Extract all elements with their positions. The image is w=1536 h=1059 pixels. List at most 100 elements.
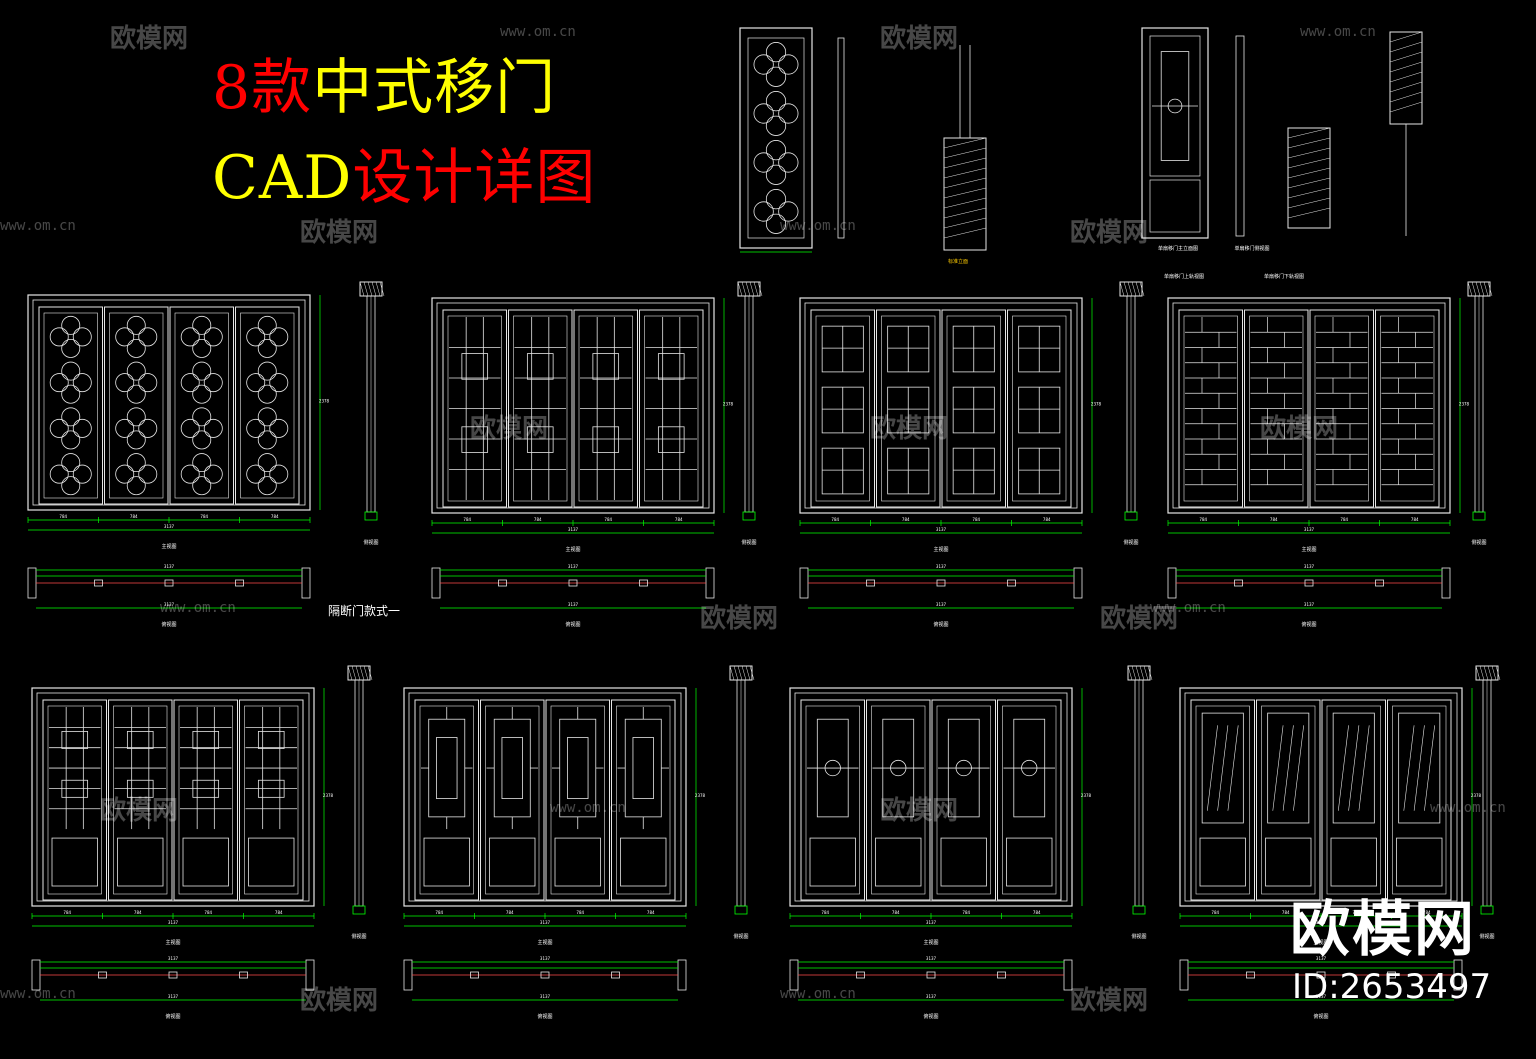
door-casing-r1-1 xyxy=(431,297,715,514)
dim-value: 784 xyxy=(1340,517,1348,522)
door-bottom-panel xyxy=(1396,837,1443,887)
door-casing-r1-3 xyxy=(1167,297,1451,514)
lattice-flower xyxy=(126,315,146,335)
door-leaf-inner xyxy=(815,315,870,502)
door-bottom-panel xyxy=(182,837,229,887)
detail-b-upper xyxy=(1149,35,1201,177)
side-track-bottom xyxy=(352,905,366,915)
door-leaf xyxy=(1387,699,1452,901)
caption-front: 主视图 xyxy=(165,939,180,946)
door-leaf xyxy=(1190,699,1255,901)
plan-leaf xyxy=(1007,579,1016,587)
door-leaf xyxy=(1309,309,1374,508)
door-bottom-panel xyxy=(1330,837,1377,887)
watermark-text: 欧模网 xyxy=(880,24,959,54)
door-casing-r2-1 xyxy=(403,687,687,907)
lattice-flower xyxy=(115,464,135,484)
dim-value: 784 xyxy=(1199,517,1207,522)
dim-value: 784 xyxy=(604,517,612,522)
dim-total: 3137 xyxy=(568,527,579,532)
detail-c-side xyxy=(1235,35,1245,237)
plan-wall-right xyxy=(677,959,687,991)
door-leaf xyxy=(639,309,704,508)
plan-dim-value: 3137 xyxy=(1304,564,1315,569)
door-leaf xyxy=(108,699,173,901)
dim-value: 784 xyxy=(134,910,142,915)
side-hatch xyxy=(749,665,755,681)
plan-wall-right xyxy=(301,567,311,599)
side-hatch xyxy=(1491,665,1497,681)
door-casing-inner-r2-3 xyxy=(1184,692,1458,902)
side-hatch xyxy=(1483,281,1489,297)
door-leaf xyxy=(573,309,638,508)
side-hatch xyxy=(1483,665,1489,681)
door-bottom-panel xyxy=(620,837,667,887)
lattice-flower xyxy=(765,213,787,234)
plan-dim-bottom-value: 3137 xyxy=(568,602,579,607)
dim-value: 784 xyxy=(1211,910,1219,915)
plan-leaf xyxy=(856,971,865,979)
glass-pane xyxy=(1201,712,1244,824)
side-hatch xyxy=(363,665,369,681)
lattice-flower xyxy=(49,327,69,347)
door-leaf-inner xyxy=(1326,705,1381,895)
door-leaf-inner xyxy=(485,705,540,895)
lattice-flower xyxy=(49,464,69,484)
lattice-flower xyxy=(257,453,277,473)
detail-a-hatch xyxy=(943,207,987,219)
lattice-flower xyxy=(192,361,212,381)
plan-dim-bottom-value: 3137 xyxy=(926,994,937,999)
dim-value: 784 xyxy=(972,517,980,522)
plan-wall-right xyxy=(1441,567,1451,599)
detail-e-hatch xyxy=(1389,51,1423,63)
detail-e-hatch xyxy=(1389,101,1423,113)
side-hatch xyxy=(375,281,381,297)
door-casing-r2-3 xyxy=(1179,687,1463,907)
detail-b-leaf xyxy=(1141,27,1209,239)
dim-value: 784 xyxy=(1270,517,1278,522)
detail-a-leaf xyxy=(739,27,813,249)
door-leaf xyxy=(800,699,865,901)
dim-value: 784 xyxy=(576,910,584,915)
lattice-flower xyxy=(257,407,277,427)
lattice-square xyxy=(657,426,685,453)
watermark-url: www.om.cn xyxy=(1300,24,1376,40)
door-leaf xyxy=(545,699,610,901)
watermark-url: www.om.cn xyxy=(0,986,76,1002)
door-leaf xyxy=(876,309,941,508)
lattice-flower xyxy=(257,384,277,404)
plan-leaf xyxy=(235,579,244,587)
detail-a-hatch xyxy=(943,187,987,199)
lattice-frame xyxy=(436,737,458,799)
dim-value: 784 xyxy=(1033,910,1041,915)
detail-e-hatch xyxy=(1389,31,1423,43)
door-leaf-inner xyxy=(174,312,229,499)
watermark-text: 欧模网 xyxy=(470,414,549,444)
lattice-flower xyxy=(246,327,266,347)
title-number: 8 xyxy=(212,53,252,123)
dim-value: 784 xyxy=(200,514,208,519)
lattice-flower xyxy=(203,464,223,484)
plan-leaf xyxy=(168,971,178,979)
lattice-flower xyxy=(49,373,69,393)
lattice-flower xyxy=(61,338,81,358)
door-casing-inner-r2-1 xyxy=(408,692,682,902)
door-casing-inner-r1-2 xyxy=(804,302,1078,509)
lattice-square xyxy=(257,779,285,798)
plan-leaf xyxy=(1316,971,1326,979)
caption-plan: 俯视图 xyxy=(1313,1013,1328,1020)
lattice-square xyxy=(192,779,220,798)
side-hatch xyxy=(749,281,755,297)
lattice-flower xyxy=(765,91,787,112)
glass-hatch xyxy=(1282,725,1294,811)
lattice-flower xyxy=(246,373,266,393)
caption-front: 主视图 xyxy=(1313,939,1328,946)
door-leaf xyxy=(414,699,479,901)
lattice-flower xyxy=(257,315,277,335)
door-leaf-inner xyxy=(43,312,98,499)
detail-a-hatch xyxy=(943,167,987,179)
side-hatch xyxy=(379,281,385,297)
detail-e-block xyxy=(1389,31,1423,125)
dim-height-value: 2378 xyxy=(323,793,334,798)
side-track-bottom xyxy=(364,511,378,521)
